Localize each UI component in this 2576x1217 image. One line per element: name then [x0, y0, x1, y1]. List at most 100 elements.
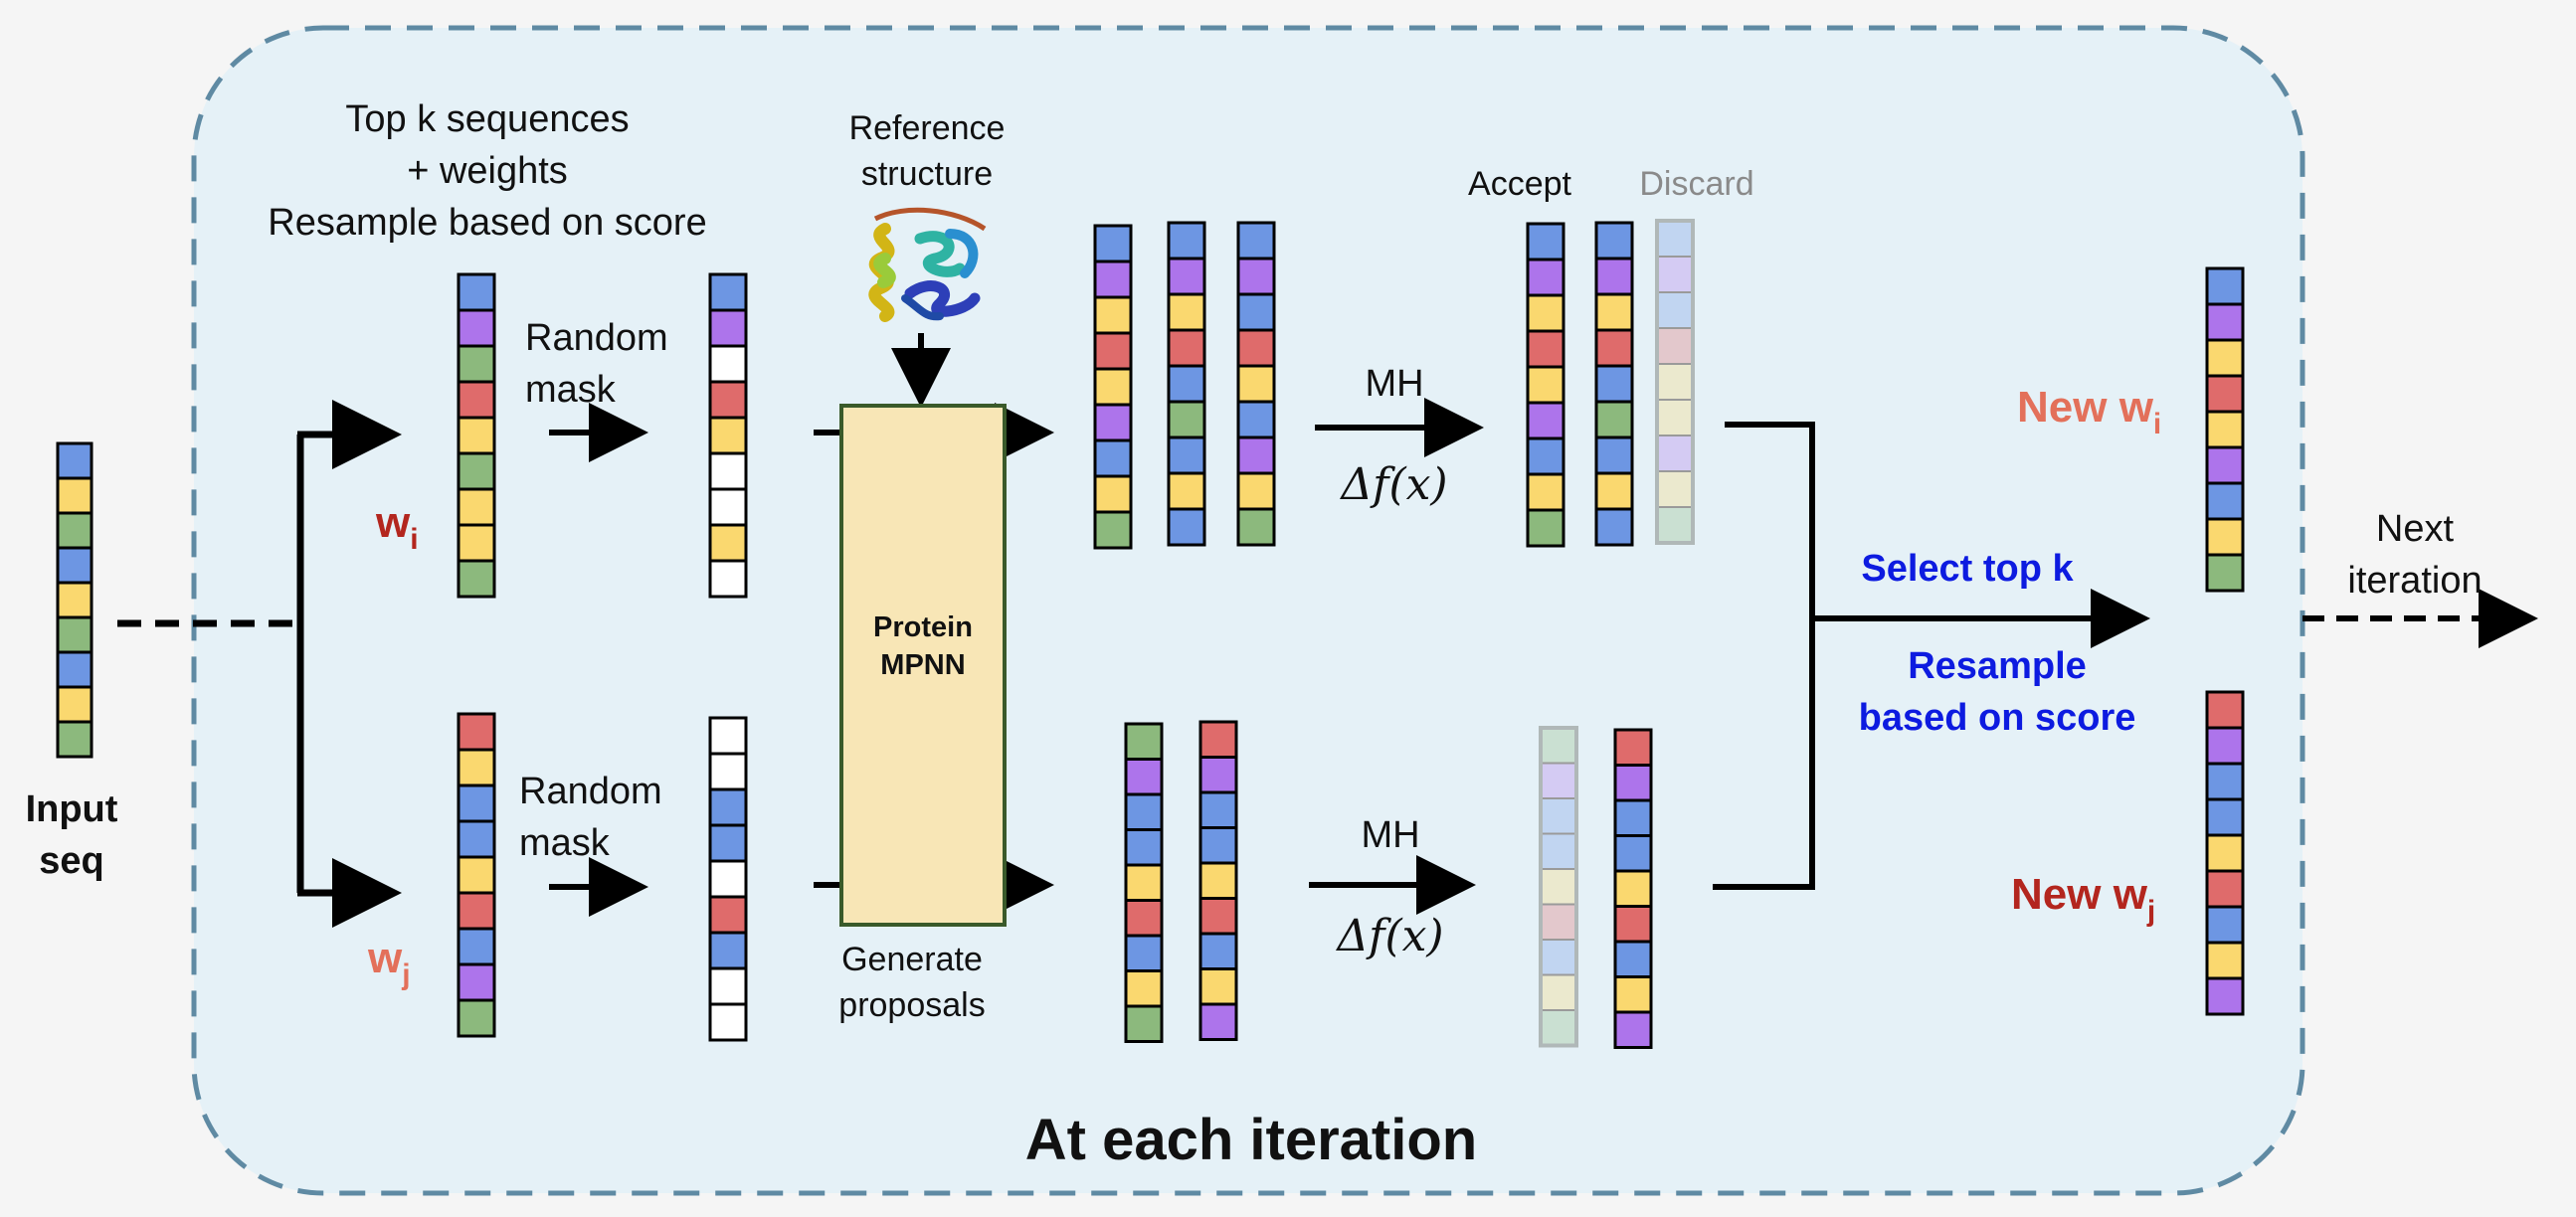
residue-cell	[1236, 364, 1276, 404]
residue-cell	[1236, 435, 1276, 475]
residue-cell	[1594, 364, 1634, 404]
residue-cell	[708, 559, 748, 599]
top-discarded	[1655, 219, 1695, 545]
residue-cell	[1124, 899, 1164, 938]
residue-cell	[1236, 257, 1276, 296]
residue-cell	[1198, 897, 1238, 936]
residue-cell	[2205, 726, 2245, 766]
residue-cell	[1198, 790, 1238, 829]
residue-cell	[56, 441, 93, 480]
residue-cell	[1124, 934, 1164, 972]
residue-cell	[1198, 756, 1238, 794]
residue-cell	[1656, 220, 1694, 258]
residue-cell	[457, 272, 496, 312]
input-sequence	[56, 441, 93, 759]
residue-cell	[1167, 435, 1206, 475]
mh-top-label: MH	[1365, 363, 1423, 405]
residue-cell	[1167, 292, 1206, 332]
residue-cell	[1656, 506, 1694, 544]
residue-cell	[1594, 471, 1634, 511]
residue-cell	[2205, 690, 2245, 730]
bottom-discarded	[1539, 726, 1578, 1048]
protein-ribbon-icon	[868, 207, 987, 322]
new-wj-label: New wj	[2011, 870, 2155, 928]
residue-cell	[708, 272, 748, 312]
residue-cell	[2205, 905, 2245, 945]
residue-cell	[1613, 798, 1653, 837]
residue-cell	[457, 998, 496, 1038]
top-proposal-2	[1167, 221, 1206, 547]
w-j-label: wj	[367, 934, 411, 991]
residue-cell	[1093, 260, 1133, 299]
residue-cell	[1540, 973, 1577, 1011]
residue-cell	[457, 819, 496, 859]
residue-cell	[457, 487, 496, 527]
masked-sequence-i	[708, 272, 748, 599]
residue-cell	[1526, 258, 1565, 297]
residue-cell	[708, 523, 748, 563]
residue-cell	[1540, 832, 1577, 870]
residue-cell	[56, 685, 93, 724]
reference-label-line2: structure	[861, 155, 993, 193]
residue-cell	[1124, 758, 1164, 796]
residue-cell	[2205, 941, 2245, 980]
residue-cell	[708, 859, 748, 899]
residue-cell	[1540, 868, 1577, 906]
residue-cell	[457, 559, 496, 599]
residue-cell	[457, 855, 496, 895]
residue-cell	[708, 752, 748, 791]
residue-cell	[2205, 553, 2245, 593]
random-mask-bottom-line1: Random	[519, 771, 662, 812]
residue-cell	[708, 966, 748, 1006]
residue-cell	[1236, 221, 1276, 261]
residue-cell	[708, 308, 748, 348]
residue-cell	[457, 712, 496, 752]
residue-cell	[1613, 975, 1653, 1014]
bottom-accepted	[1613, 728, 1653, 1049]
residue-cell	[1093, 331, 1133, 371]
residue-cell	[708, 344, 748, 384]
residue-cell	[1526, 222, 1565, 261]
residue-cell	[56, 511, 93, 550]
residue-cell	[457, 962, 496, 1002]
residue-cell	[1540, 797, 1577, 835]
residue-cell	[457, 927, 496, 966]
new-sequence-i	[2205, 266, 2245, 593]
residue-cell	[2205, 338, 2245, 378]
residue-cell	[708, 487, 748, 527]
residue-cell	[457, 380, 496, 420]
mh-bottom-label: MH	[1361, 814, 1419, 856]
new-sequence-j	[2205, 690, 2245, 1016]
residue-cell	[457, 451, 496, 491]
residue-cell	[2205, 374, 2245, 414]
residue-cell	[2205, 869, 2245, 909]
residue-cell	[56, 581, 93, 619]
discard-label: Discard	[1639, 165, 1753, 203]
generate-label-line1: Generate	[841, 941, 983, 978]
residue-cell	[1167, 507, 1206, 547]
residue-cell	[1526, 508, 1565, 548]
residue-cell	[1656, 363, 1694, 401]
top-accepted-2	[1594, 221, 1634, 547]
residue-cell	[1124, 828, 1164, 867]
residue-cell	[1198, 1002, 1238, 1041]
residue-cell	[1167, 257, 1206, 296]
residue-cell	[1594, 221, 1634, 261]
residue-cell	[1093, 510, 1133, 550]
residue-cell	[1540, 903, 1577, 941]
w-i-label: wi	[375, 498, 419, 556]
residue-cell	[1093, 295, 1133, 335]
residue-cell	[56, 615, 93, 654]
residue-cell	[1236, 471, 1276, 511]
merge-line-bottom	[1713, 618, 1815, 890]
residue-cell	[1540, 1009, 1577, 1047]
residue-cell	[1613, 905, 1653, 944]
residue-cell	[708, 895, 748, 935]
residue-cell	[1594, 328, 1634, 368]
resample-label-line2: based on score	[1859, 697, 2136, 739]
residue-cell	[2205, 410, 2245, 449]
mpnn-label-line1: Protein	[873, 611, 973, 643]
residue-cell	[1594, 400, 1634, 439]
residue-cell	[1526, 401, 1565, 440]
residue-cell	[1198, 720, 1238, 759]
